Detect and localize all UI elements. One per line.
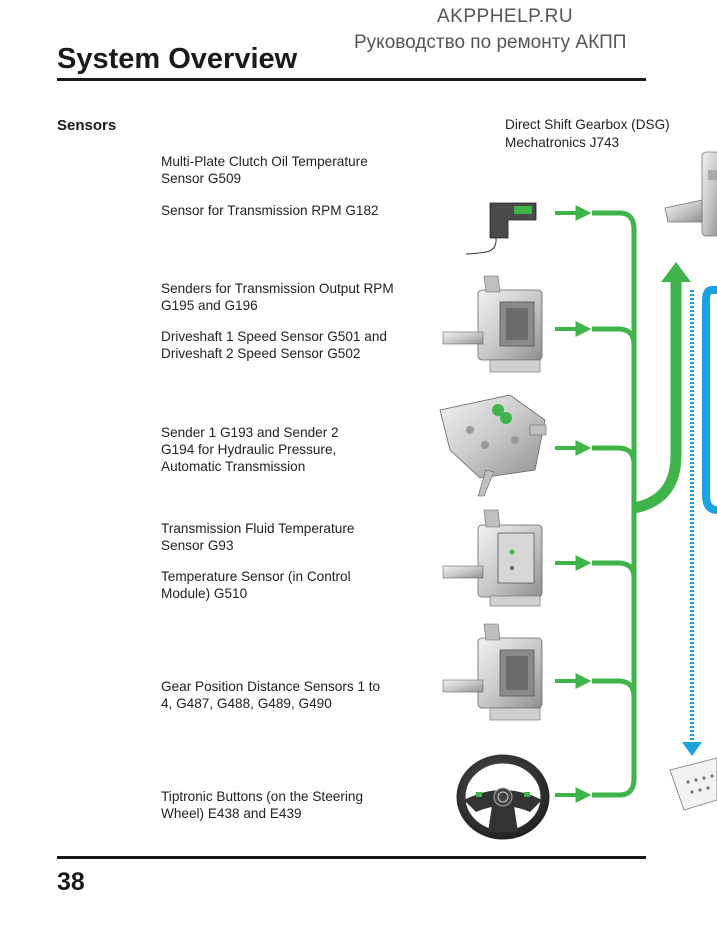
watermark-site: AKPPHELP.RU bbox=[437, 6, 574, 27]
header-rule bbox=[57, 78, 646, 81]
watermark-subtitle: Руководство по ремонту АКПП bbox=[354, 32, 627, 53]
green-trunk bbox=[632, 280, 682, 514]
diagnostic-connector-icon bbox=[669, 757, 717, 811]
blue-bus-lines bbox=[682, 286, 717, 756]
sensor-label-g501-g502: Driveshaft 1 Speed Sensor G501 and Drive… bbox=[161, 329, 387, 361]
sensor-label-g510: Temperature Sensor (in Control Module) G… bbox=[161, 569, 351, 601]
sensor-label-g182: Sensor for Transmission RPM G182 bbox=[161, 203, 379, 218]
sensor-label-g509: Multi-Plate Clutch Oil Temperature Senso… bbox=[161, 154, 368, 186]
control-module-icon-2 bbox=[442, 509, 543, 607]
blue-bus bbox=[702, 286, 717, 514]
control-module-icon-1 bbox=[442, 275, 543, 373]
green-trunk-arrowhead bbox=[661, 262, 691, 282]
sensor-label-g193-g194: Sender 1 G193 and Sender 2 G194 for Hydr… bbox=[161, 425, 339, 474]
sensor-label-g195-g196: Senders for Transmission Output RPM G195… bbox=[161, 281, 394, 313]
page-number: 38 bbox=[57, 868, 85, 896]
page-title: System Overview bbox=[57, 43, 298, 75]
blue-arrowhead bbox=[682, 742, 702, 756]
section-title: Sensors bbox=[57, 117, 117, 134]
footer-rule bbox=[57, 856, 646, 859]
green-signal-lines bbox=[555, 205, 691, 803]
mechatronics-label: Direct Shift Gearbox (DSG) Mechatronics … bbox=[505, 117, 670, 150]
steering-wheel-icon bbox=[456, 754, 550, 840]
sensor-label-g487-g490: Gear Position Distance Sensors 1 to 4, G… bbox=[161, 679, 381, 711]
control-module-icon-3 bbox=[442, 623, 543, 721]
sensor-label-e438-e439: Tiptronic Buttons (on the Steering Wheel… bbox=[161, 789, 364, 821]
green-collector bbox=[592, 210, 637, 798]
hydraulic-valve-body-icon bbox=[439, 394, 547, 497]
rpm-sensor-icon bbox=[465, 202, 537, 255]
sensor-label-g93: Transmission Fluid Temperature Sensor G9… bbox=[161, 521, 355, 553]
mechatronics-icon bbox=[664, 151, 717, 237]
